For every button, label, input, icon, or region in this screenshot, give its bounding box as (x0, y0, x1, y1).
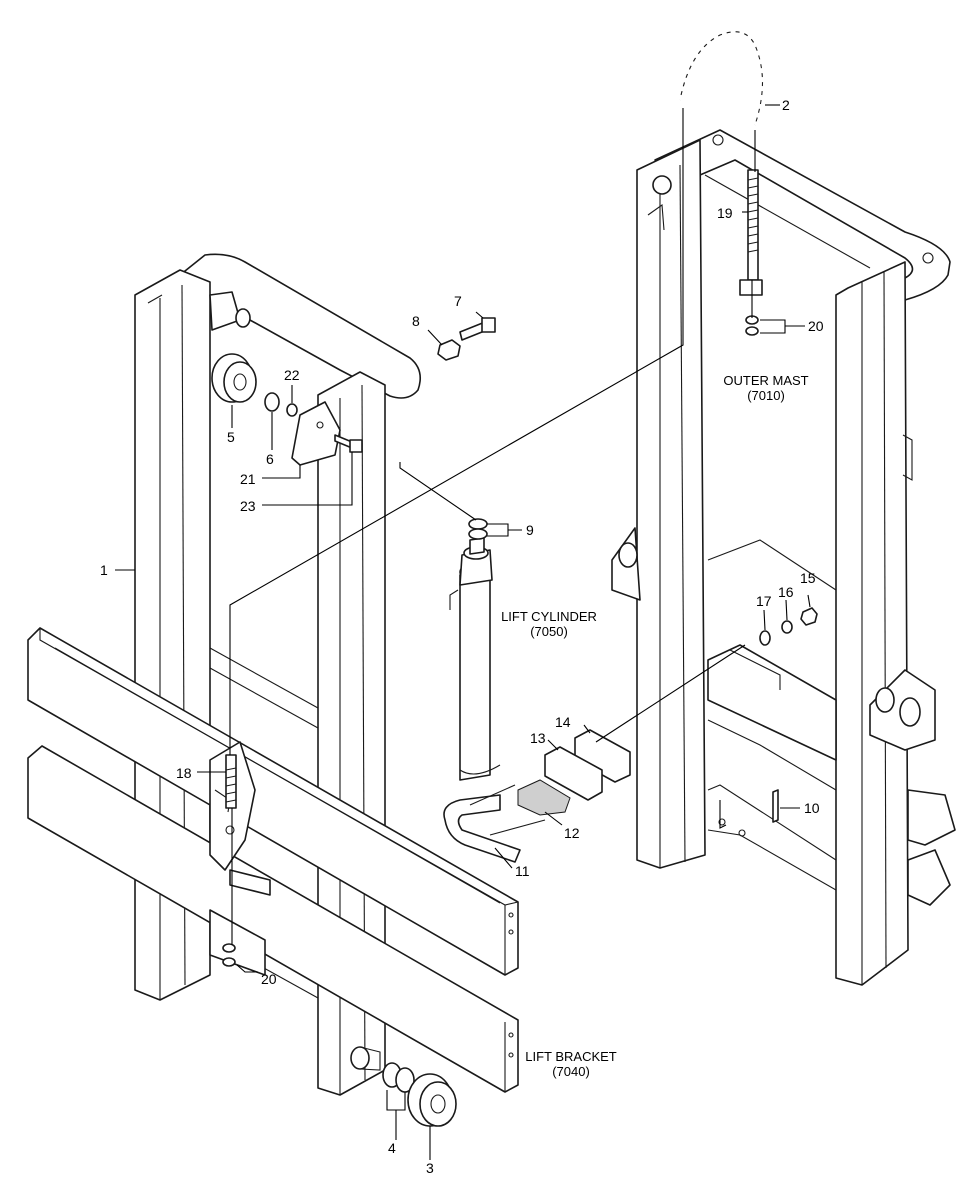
u-band (443, 784, 546, 863)
callout-4: 4 (388, 1140, 396, 1156)
outer-mast-label: OUTER MAST (723, 373, 808, 388)
callout-20-top: 20 (808, 318, 824, 334)
callout-2: 2 (782, 97, 790, 113)
callout-14: 14 (555, 714, 571, 730)
callout-23: 23 (240, 498, 256, 514)
washer-16 (781, 620, 793, 634)
callout-18: 18 (176, 765, 192, 781)
callout-8: 8 (412, 313, 420, 329)
callout-13: 13 (530, 730, 546, 746)
callout-15: 15 (800, 570, 816, 586)
callout-3: 3 (426, 1160, 434, 1176)
callout-17: 17 (756, 593, 772, 609)
callout-20-bottom: 20 (261, 971, 277, 987)
nut-20c (222, 943, 236, 953)
callout-22: 22 (284, 367, 300, 383)
callout-10: 10 (804, 800, 820, 816)
roller (407, 1073, 457, 1127)
washer-17 (759, 630, 771, 646)
lift-bracket-code: (7040) (552, 1064, 590, 1079)
snap-ring (264, 392, 280, 412)
callout-numbers: 1 2 3 4 5 6 7 8 9 10 11 12 13 14 15 16 1… (100, 97, 824, 1176)
pad-12 (517, 779, 571, 816)
callout-19: 19 (717, 205, 733, 221)
callout-7: 7 (454, 293, 462, 309)
lift-cylinder-label: LIFT CYLINDER (501, 609, 597, 624)
bolt-7 (459, 317, 496, 341)
outer-mast (611, 129, 956, 986)
callout-21: 21 (240, 471, 256, 487)
stud-18 (225, 754, 237, 809)
pin-10 (772, 789, 779, 823)
guide-bracket (291, 401, 341, 466)
callout-11: 11 (515, 863, 530, 879)
nut-20d (222, 957, 236, 967)
chain-anchor (739, 169, 763, 296)
callout-12: 12 (564, 825, 580, 841)
assembly-labels: OUTER MAST (7010) LIFT CYLINDER (7050) L… (501, 373, 809, 1079)
washer-22 (286, 403, 298, 417)
callout-9: 9 (526, 522, 534, 538)
shim-13 (544, 746, 603, 801)
callout-5: 5 (227, 429, 235, 445)
lift-bracket-label: LIFT BRACKET (525, 1049, 617, 1064)
callout-1: 1 (100, 562, 108, 578)
lift-cylinder-code: (7050) (530, 624, 568, 639)
washer-9a (468, 518, 488, 530)
chain (678, 30, 764, 126)
sheave (211, 353, 257, 403)
nut-15 (800, 607, 818, 626)
washer-9b (468, 528, 488, 540)
bolt-23 (334, 434, 363, 453)
lift-cylinder (449, 537, 501, 781)
outer-mast-code: (7010) (747, 388, 785, 403)
lift-bracket (27, 627, 519, 1093)
callout-16: 16 (778, 584, 794, 600)
leader-lines (115, 104, 811, 1160)
nut-8 (437, 339, 461, 361)
callout-6: 6 (266, 451, 274, 467)
nut-20b (745, 326, 759, 336)
